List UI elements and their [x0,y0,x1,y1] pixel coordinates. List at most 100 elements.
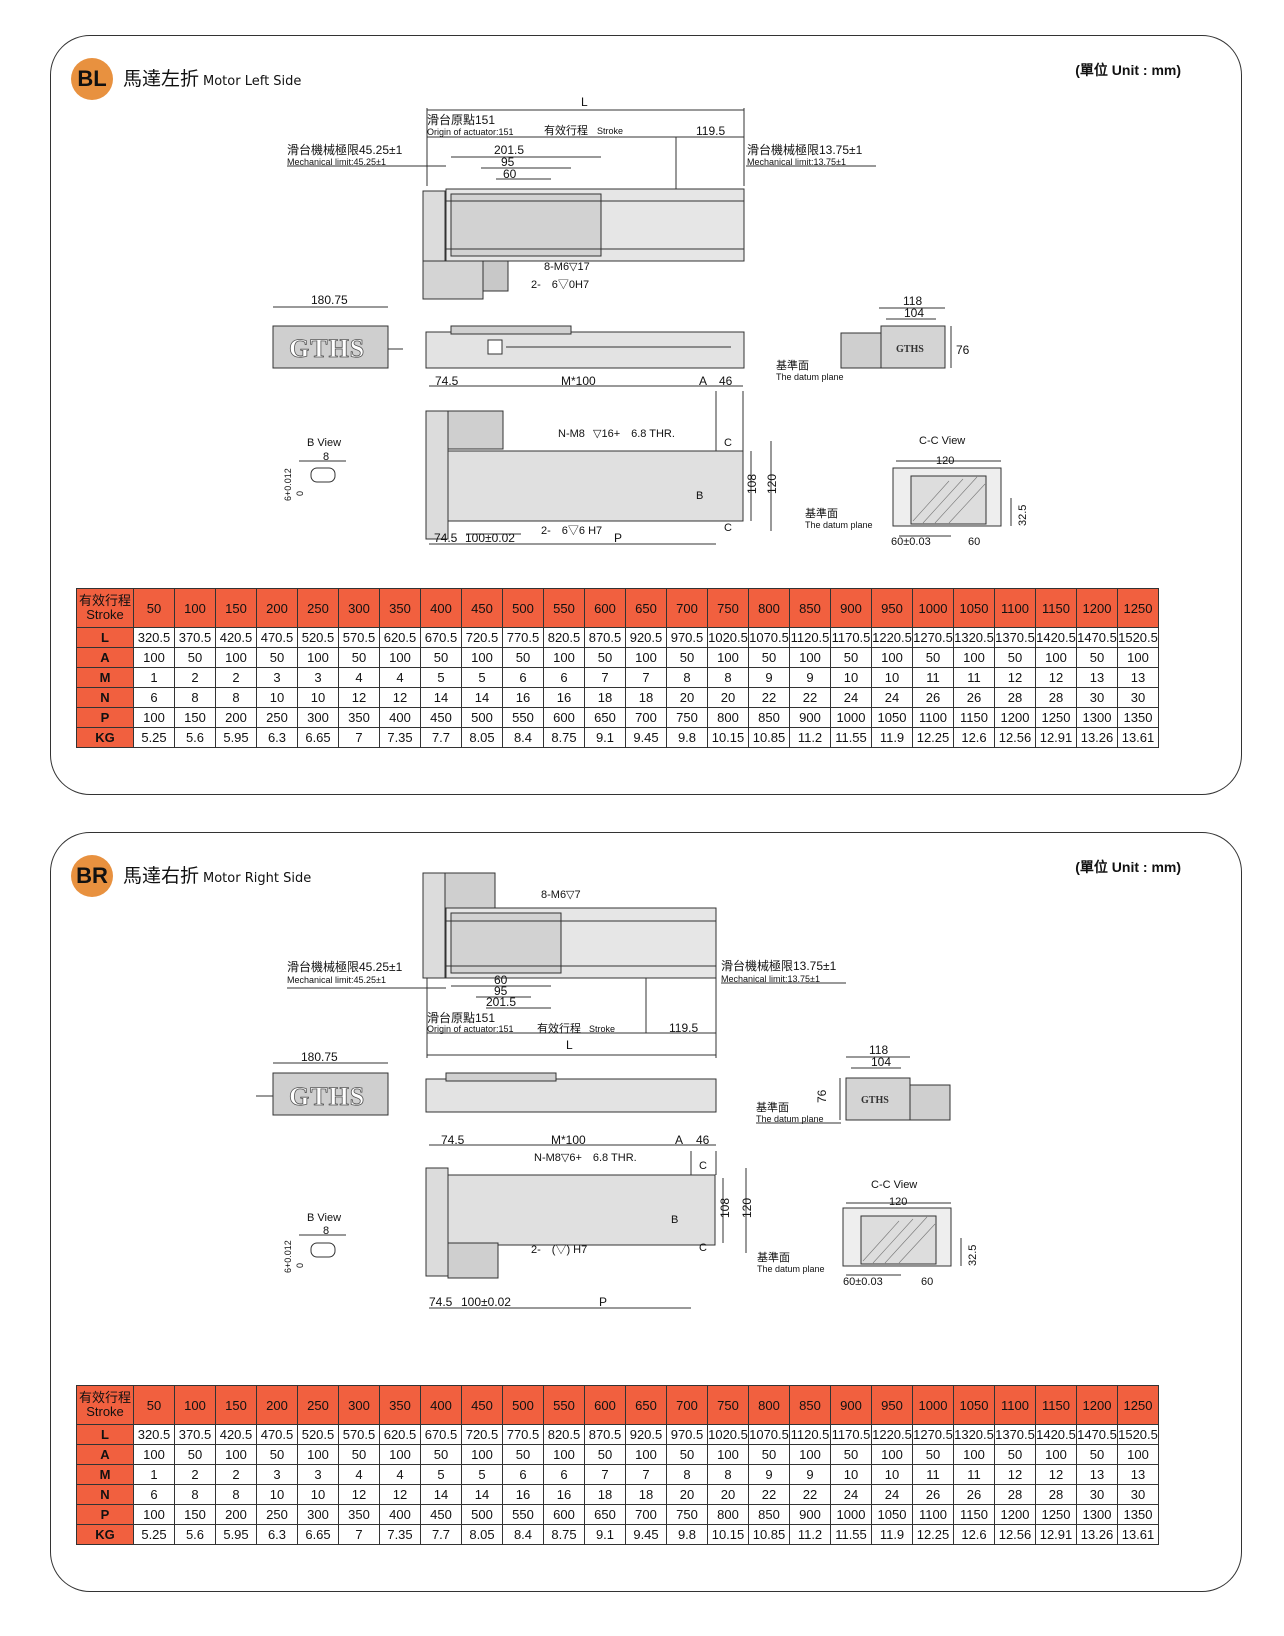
row-label: N [76,687,134,708]
dim-L: L [566,1038,573,1052]
table-cell: 2 [215,1464,257,1485]
limit-right-zh: 滑台機械極限13.75±1 [721,958,837,973]
table-cell: 600 [543,707,585,728]
table-cell: 1200 [994,707,1036,728]
dim-118: 118 [903,294,922,308]
table-cell: 400 [379,707,421,728]
table-cell: 850 [748,1504,790,1525]
table-cell: 20 [666,687,708,708]
table-cell: 100 [215,647,257,668]
table-cell: 9.1 [584,1524,626,1545]
table-cell: 5 [461,1464,503,1485]
datum-zh: 基準面 [756,1100,789,1114]
table-cell: 1170.5 [830,627,872,648]
table-cell: 5 [461,667,503,688]
cc-dim-60: 60 [921,1276,933,1288]
dim-A: A [699,374,707,388]
table-cell: 650 [584,1504,626,1525]
table-cell: 11.55 [830,1524,872,1545]
table-cell: 13 [1076,1464,1118,1485]
table-cell: 10.85 [748,727,790,748]
table-cell: 22 [789,687,831,708]
table-cell: 7.7 [420,727,462,748]
table-cell: 100 [133,1504,175,1525]
logo-gths: GTHS [289,334,365,363]
table-cell: 100 [871,647,913,668]
table-cell: 400 [379,1504,421,1525]
table-cell: 6 [133,1484,175,1505]
table-cell: 100 [379,647,421,668]
table-cell: 1220.5 [871,1424,913,1445]
table-cell: 50 [666,1444,708,1465]
dim-104: 104 [904,306,924,320]
table-cell: 9.8 [666,727,708,748]
origin-label-en: Origin of actuator:151 [427,1024,514,1034]
cc-datum-en: The datum plane [805,520,873,530]
stroke-label-en: Stroke [597,126,623,136]
table-cell: 520.5 [297,627,339,648]
table-cell: 100 [133,707,175,728]
row-label: M [76,667,134,688]
dim-74: 74.5 [435,374,459,388]
table-cell: 770.5 [502,1424,544,1445]
table-cell: 6.3 [256,1524,298,1545]
cc-dim-120: 120 [936,455,954,467]
table-cell: 28 [1035,687,1077,708]
table-cell: 5.95 [215,1524,257,1545]
cc-datum-zh: 基準面 [757,1250,790,1264]
bview-zero: 0 [295,491,305,496]
title-en: Motor Right Side [203,871,312,886]
table-cell: 370.5 [174,627,216,648]
table-cell: 6 [543,1464,585,1485]
table-cell: 620.5 [379,1424,421,1445]
table-cell: 100 [953,647,995,668]
table-cell: 650 [584,707,626,728]
table-cell: 1020.5 [707,627,749,648]
dim-76: 76 [815,1089,829,1103]
table-cell: 500 [461,707,503,728]
technical-drawing-bl: L 滑台原點151 Origin of actuator:151 有效行程 St… [272,95,1029,548]
table-cell: 24 [830,1484,872,1505]
table-cell: 8 [666,667,708,688]
table-cell: 50 [666,647,708,668]
table-cell: 100 [379,1444,421,1465]
logo-gths: GTHS [289,1082,365,1111]
table-cell: 870.5 [584,627,626,648]
dim-P: P [599,1295,607,1309]
table-cell: 620.5 [379,627,421,648]
dim-119: 119.5 [669,1021,698,1035]
table-cell: 12 [994,667,1036,688]
bview-label: B View [307,1212,341,1224]
section-C-top: C [699,1160,707,1172]
table-cell: 1520.5 [1117,627,1159,648]
table-cell: 12.6 [953,1524,995,1545]
table-cell: 10 [256,687,298,708]
table-cell: 30 [1076,1484,1118,1505]
row-label: P [76,1504,134,1525]
dim-74b: 74.5 [434,531,458,545]
table-cell: 1 [133,667,175,688]
limit-left-en: Mechanical limit:45.25±1 [287,975,386,985]
table-cell: 10.15 [707,1524,749,1545]
table-cell: 100 [133,1444,175,1465]
table-cell: 150 [174,1504,216,1525]
bview-dim-8: 8 [323,1225,329,1237]
table-cell: 50 [748,647,790,668]
table-cell: 50 [338,1444,380,1465]
section-C-top: C [724,437,732,449]
table-cell: 13 [1117,1464,1159,1485]
table-cell: 30 [1117,1484,1159,1505]
table-cell: 50 [912,1444,954,1465]
origin-label-en: Origin of actuator:151 [427,127,514,137]
table-cell: 100 [953,1444,995,1465]
table-cell: 100 [461,647,503,668]
limit-left-zh: 滑台機械極限45.25±1 [287,142,403,157]
table-cell: 50 [338,647,380,668]
row-label: A [76,1444,134,1465]
table-cell: 8.4 [502,727,544,748]
table-cell: 18 [625,1484,667,1505]
